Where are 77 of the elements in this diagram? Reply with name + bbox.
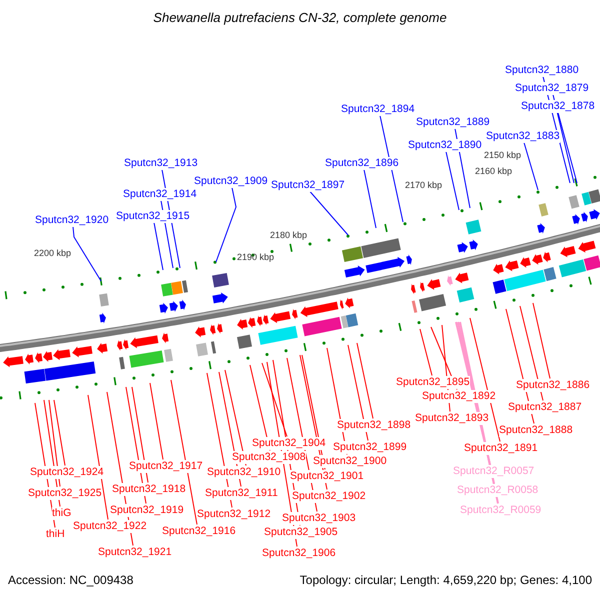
scale-label: 2160 kbp: [475, 166, 512, 177]
gene-label: Sputcn32_1917: [129, 460, 203, 472]
gene-label: Sputcn32_1889: [416, 116, 490, 128]
gene-label: Sputcn32_R0059: [460, 504, 542, 516]
gene-label: Sputcn32_1909: [194, 174, 268, 188]
gene-label: Sputcn32_1898: [337, 418, 411, 432]
gene-label: Sputcn32_1899: [333, 440, 407, 454]
leader-line: [154, 222, 164, 270]
gene-label: Sputcn32_1887: [508, 400, 582, 414]
leader-line: [170, 380, 198, 525]
gene-label: Sputcn32_1915: [116, 210, 190, 222]
gene-label: Sputcn32_1895: [396, 376, 470, 388]
gene-label: Sputcn32_1918: [112, 482, 186, 496]
leader-line: [348, 344, 368, 441]
gene-label: Sputcn32_1894: [341, 102, 415, 116]
footer-text: Topology: circular; Length: 4,659,220 bp; Genes: 4,100: [300, 573, 592, 587]
leader-line: [446, 151, 460, 210]
leader-line: [532, 302, 550, 379]
gene-label: Sputcn32_1919: [110, 504, 184, 516]
gene-label: Sputcn32_1892: [422, 390, 496, 402]
leader-line: [262, 362, 288, 437]
leader-line: [356, 342, 374, 419]
gene-label: Sputcn32_1891: [464, 442, 538, 454]
leader-line: [88, 394, 108, 520]
gene-label: Sputcn32_1878: [521, 100, 595, 112]
leader-line: [54, 400, 66, 466]
gene-label: Sputcn32_1922: [73, 520, 147, 532]
gene-label: Sputcn32_1911: [205, 486, 278, 500]
leader-line: [72, 226, 102, 282]
gene-label: thiG: [52, 506, 72, 520]
gene-label: Sputcn32_1888: [499, 424, 573, 436]
scale-label: 2180 kbp: [270, 230, 308, 241]
footer-text: Accession: NC_009438: [8, 573, 134, 587]
leader-line: [470, 318, 500, 442]
gene-label: Sputcn32_1879: [515, 82, 589, 94]
gene-label: Sputcn32_1924: [30, 466, 104, 478]
gene-label: Sputcn32_1914: [123, 188, 197, 200]
gene-label: Sputcn32_1906: [262, 546, 336, 560]
gene-label: Sputcn32_1925: [28, 486, 102, 500]
scale-label: 2200 kbp: [34, 248, 72, 259]
gene-label: Sputcn32_1900: [313, 454, 387, 468]
leader-line: [380, 115, 404, 222]
gene-label: Sputcn32_1921: [98, 546, 172, 558]
gene-label: Sputcn32_1910: [207, 466, 281, 478]
leader-line: [224, 370, 246, 466]
leader-line: [150, 382, 164, 460]
gene-label: Sputcn32_1905: [264, 526, 338, 538]
gene-label: Sputcn32_1908: [232, 450, 306, 464]
scale-label: 2190 kbp: [237, 252, 274, 263]
gene-label: Sputcn32_1897: [271, 178, 345, 192]
gene-label: Sputcn32_1890: [408, 138, 482, 152]
scale-label: 2150 kbp: [484, 150, 522, 161]
gene-label: Sputcn32_1913: [124, 156, 198, 170]
leader-line: [420, 328, 432, 376]
gene-label: Sputcn32_1896: [325, 156, 399, 170]
gene-label: Sputcn32_1893: [415, 412, 489, 424]
leader-line: [48, 400, 60, 487]
gene-label: Sputcn32_1904: [252, 436, 326, 450]
gene-label: Sputcn32_1886: [516, 378, 590, 392]
leader-line: [524, 142, 538, 190]
gene-label: Sputcn32_1901: [290, 470, 364, 482]
leader-line: [364, 169, 376, 228]
leader-line: [558, 112, 578, 184]
scale-label: 2170 kbp: [405, 180, 442, 191]
gene-label: Sputcn32_1916: [162, 524, 236, 538]
gene-label: Sputcn32_1903: [282, 512, 356, 524]
gene-label: Sputcn32_1912: [197, 508, 271, 520]
gene-label: Sputcn32_1902: [292, 490, 366, 502]
gene-label: Sputcn32_R0057: [453, 464, 534, 478]
gene-label: Sputcn32_1883: [486, 130, 560, 142]
gene-label: Sputcn32_1880: [505, 64, 579, 76]
diagram-title: Shewanella putrefaciens CN-32, complete genome: [152, 10, 448, 26]
gene-label: Sputcn32_R0058: [457, 484, 538, 496]
gene-label: thiH: [46, 528, 65, 540]
leader-line: [310, 191, 348, 236]
gene-label: Sputcn32_1920: [35, 214, 109, 226]
leader-line: [216, 187, 237, 262]
